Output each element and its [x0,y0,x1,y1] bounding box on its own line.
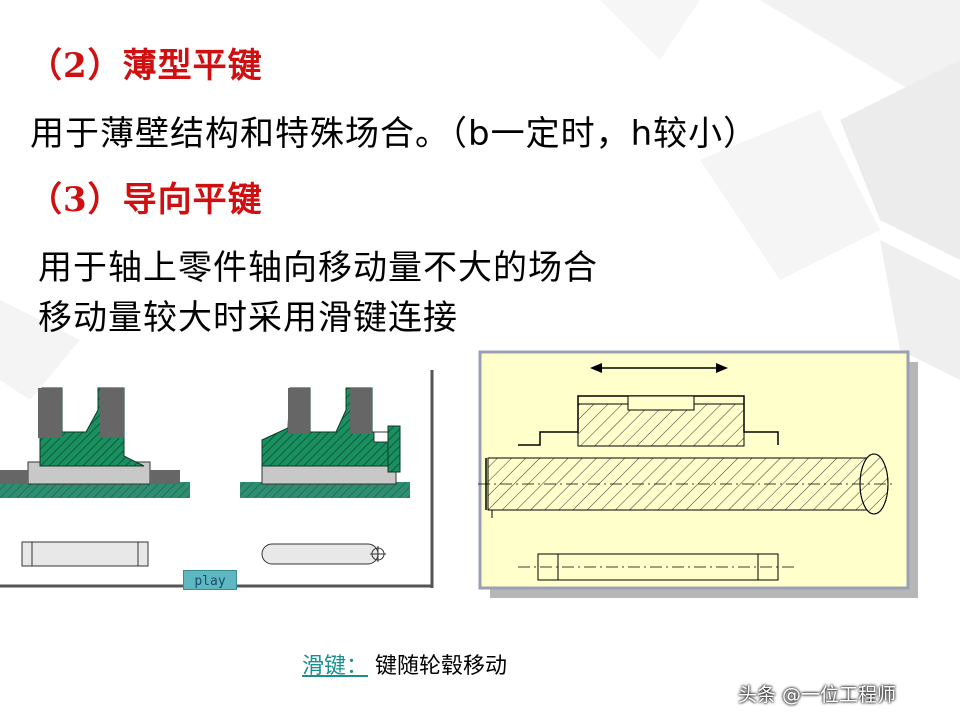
paragraph-guide-key-line1: 用于轴上零件轴向移动量不大的场合 [38,248,598,288]
motion-arrow [590,363,728,373]
watermark: 头条 @一位工程师 [738,684,897,706]
section-view-2 [240,387,410,498]
paragraph-thin-key-usage: 用于薄壁结构和特殊场合。（b一定时，h较小） [30,114,759,154]
hub-and-key [518,395,779,447]
paragraph-guide-key-line2: 移动量较大时采用滑键连接 [38,298,458,338]
caption-description: 键随轮毂移动 [375,654,508,679]
heading-thin-flat-key: （2）薄型平键 [28,46,263,86]
caption: 滑键： 键随轮毂移动 [302,648,507,680]
key-plan-view [518,553,798,581]
shaft [478,453,896,518]
caption-term-link[interactable]: 滑键： [302,654,369,679]
play-button[interactable]: play [183,570,237,590]
section-view-1 [0,387,190,498]
key-plan-view-1 [21,541,149,567]
heading-guide-flat-key: （3）导向平键 [28,180,263,220]
guide-key-section-figure [0,370,434,588]
key-plan-view-2 [261,543,386,565]
sliding-key-drawing [478,350,918,598]
